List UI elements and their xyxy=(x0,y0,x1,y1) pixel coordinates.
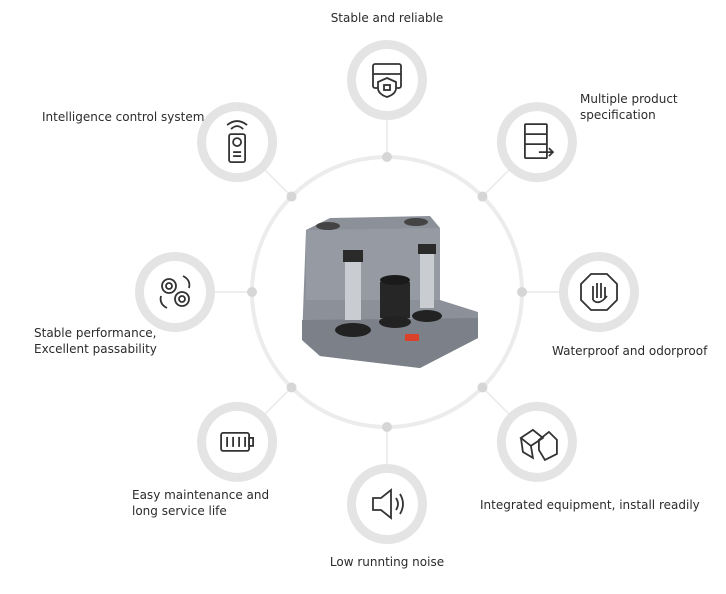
feature-node-bottom-left xyxy=(197,401,278,482)
ring-dot xyxy=(286,382,297,393)
feature-node-top-left xyxy=(197,102,278,183)
label-waterproof: Waterproof and odorproof xyxy=(552,344,708,358)
hand-octagon-icon xyxy=(580,273,618,311)
server-shield-icon xyxy=(372,63,402,98)
feature-node-top-right xyxy=(496,102,577,183)
ring-dot xyxy=(477,191,488,202)
label-intelligence-control: Intelligence control system xyxy=(42,110,205,124)
label-low-noise: Low runnting noise xyxy=(329,555,445,569)
speaker-mute-icon xyxy=(372,488,404,520)
server-arrow-icon xyxy=(524,123,555,159)
battery-icon xyxy=(220,432,254,452)
remote-control-icon xyxy=(226,120,248,163)
cubes-icon xyxy=(519,428,558,462)
gears-icon xyxy=(159,275,191,309)
ring-dot xyxy=(247,287,257,297)
label-integrated: Integrated equipment, install readily xyxy=(480,498,700,512)
ring-dot xyxy=(517,287,527,297)
ring-dot xyxy=(477,382,488,393)
label-easy-maintenance: Easy maintenance and long service life xyxy=(132,488,270,518)
label-stable-performance: Stable performance, Excellent passabilit… xyxy=(34,326,157,356)
feature-node-right xyxy=(559,252,639,332)
feature-node-bottom xyxy=(347,464,427,544)
ring-dot xyxy=(382,152,392,162)
label-stable-reliable: Stable and reliable xyxy=(330,11,444,25)
label-multiple-spec: Multiple product specification xyxy=(580,92,678,122)
feature-node-bottom-right xyxy=(496,401,577,482)
feature-node-top xyxy=(347,40,427,120)
ring-dot xyxy=(286,191,297,202)
product-image xyxy=(302,216,478,368)
feature-node-left xyxy=(135,252,215,332)
ring-dot xyxy=(382,422,392,432)
